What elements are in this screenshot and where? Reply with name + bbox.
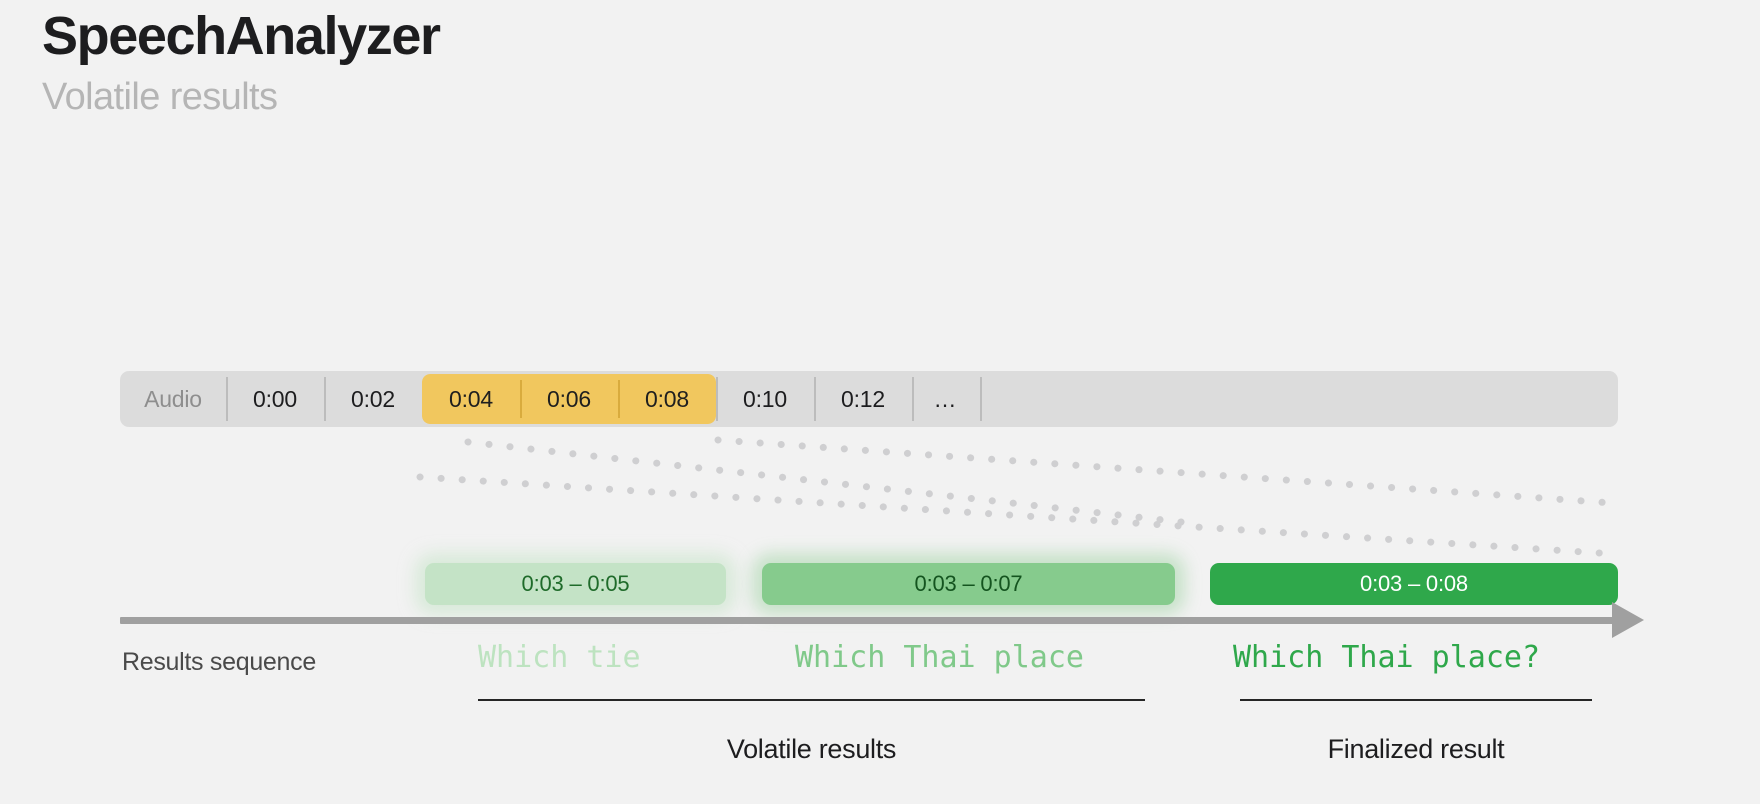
audio-timeline[interactable]: Audio 0:00 0:02 0:04 0:06 0:08 0:10 0:12…: [120, 371, 1618, 427]
connector-lines: [416, 436, 1616, 557]
timeline-axis: [120, 617, 1620, 624]
audio-tick-0-12[interactable]: 0:12: [814, 371, 912, 427]
audio-timeline-label: Audio: [144, 385, 202, 412]
audio-overflow-ellipsis[interactable]: …: [912, 371, 980, 427]
finalized-group-caption: Finalized result: [1327, 734, 1505, 764]
transcript-volatile-1: Which tie: [478, 640, 641, 675]
results-sequence-label: Results sequence: [122, 648, 316, 676]
timeline-arrow-icon: [1612, 602, 1644, 638]
result-bar-volatile-2[interactable]: 0:03 – 0:07: [762, 563, 1175, 605]
audio-tick-0-04[interactable]: 0:04: [422, 374, 520, 424]
header: SpeechAnalyzer Volatile results: [42, 6, 441, 120]
audio-empty-region: [980, 371, 1618, 427]
audio-highlight-region[interactable]: 0:04 0:06 0:08: [422, 374, 716, 424]
volatile-group-caption: Volatile results: [726, 734, 897, 764]
audio-tick-0-02[interactable]: 0:02: [324, 371, 422, 427]
result-bar-volatile-1[interactable]: 0:03 – 0:05: [425, 563, 726, 605]
transcript-volatile-2: Which Thai place: [795, 640, 1084, 675]
connector-line-3: [416, 473, 1604, 557]
audio-tick-0-08[interactable]: 0:08: [618, 374, 716, 424]
finalized-group-underline: [1240, 699, 1592, 701]
audio-tick-0-00[interactable]: 0:00: [226, 371, 324, 427]
connector-line-1: [464, 438, 1194, 527]
audio-tick-0-10[interactable]: 0:10: [716, 371, 814, 427]
audio-tick-0-06[interactable]: 0:06: [520, 374, 618, 424]
page-subtitle: Volatile results: [42, 75, 278, 118]
volatile-group-underline: [478, 699, 1145, 701]
result-bar-finalized[interactable]: 0:03 – 0:08: [1210, 563, 1618, 605]
page-title: SpeechAnalyzer: [42, 6, 441, 66]
transcript-finalized: Which Thai place?: [1233, 640, 1541, 675]
connector-line-2: [714, 436, 1616, 507]
